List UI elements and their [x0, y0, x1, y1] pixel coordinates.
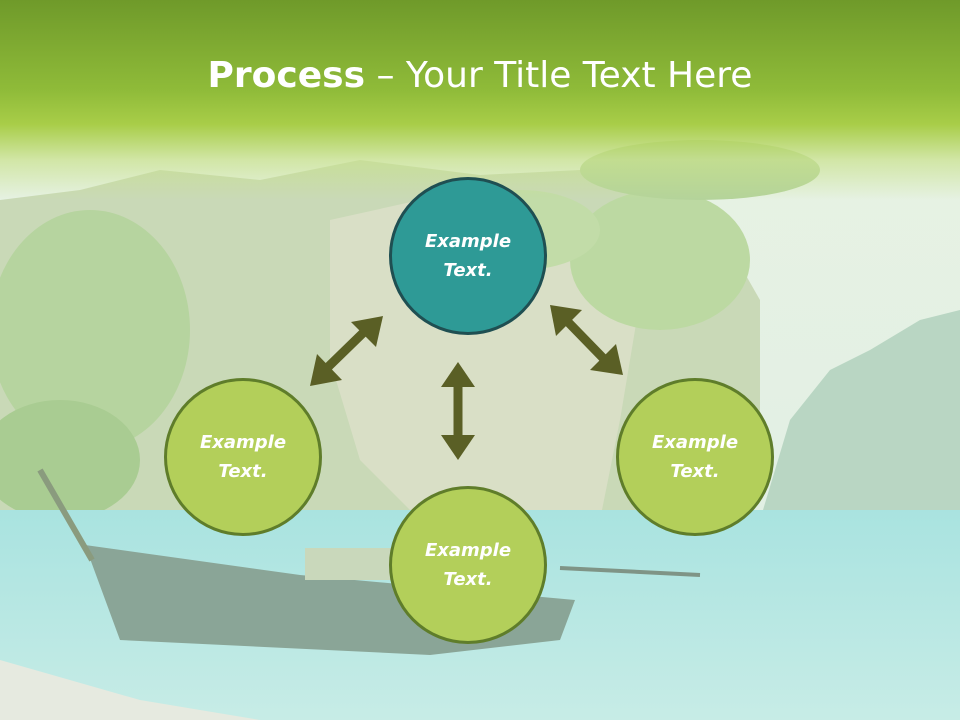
node-top-label: Example Text.	[424, 231, 512, 281]
arrowhead-v-lower	[441, 435, 475, 460]
title-rest: – Your Title Text Here	[365, 55, 753, 96]
title-banner	[0, 0, 960, 200]
arrowhead-tr-lower	[590, 344, 623, 375]
node-left: Example Text.	[164, 378, 322, 536]
arrow-top-left	[323, 328, 368, 372]
slide-title: Process – Your Title Text Here	[0, 50, 960, 102]
arrowhead-tl-lower	[310, 354, 342, 386]
node-bottom: Example Text.	[389, 486, 547, 644]
node-left-label: Example Text.	[199, 432, 287, 482]
arrowhead-v-upper	[441, 362, 475, 387]
arrowhead-tr-upper	[550, 305, 582, 336]
arrowhead-tl-upper	[351, 316, 383, 347]
arrow-top-right	[564, 318, 607, 362]
title-bold: Process	[207, 55, 366, 96]
node-top: Example Text.	[389, 177, 547, 335]
node-bottom-label: Example Text.	[424, 540, 512, 590]
node-right-label: Example Text.	[651, 432, 739, 482]
node-right: Example Text.	[616, 378, 774, 536]
